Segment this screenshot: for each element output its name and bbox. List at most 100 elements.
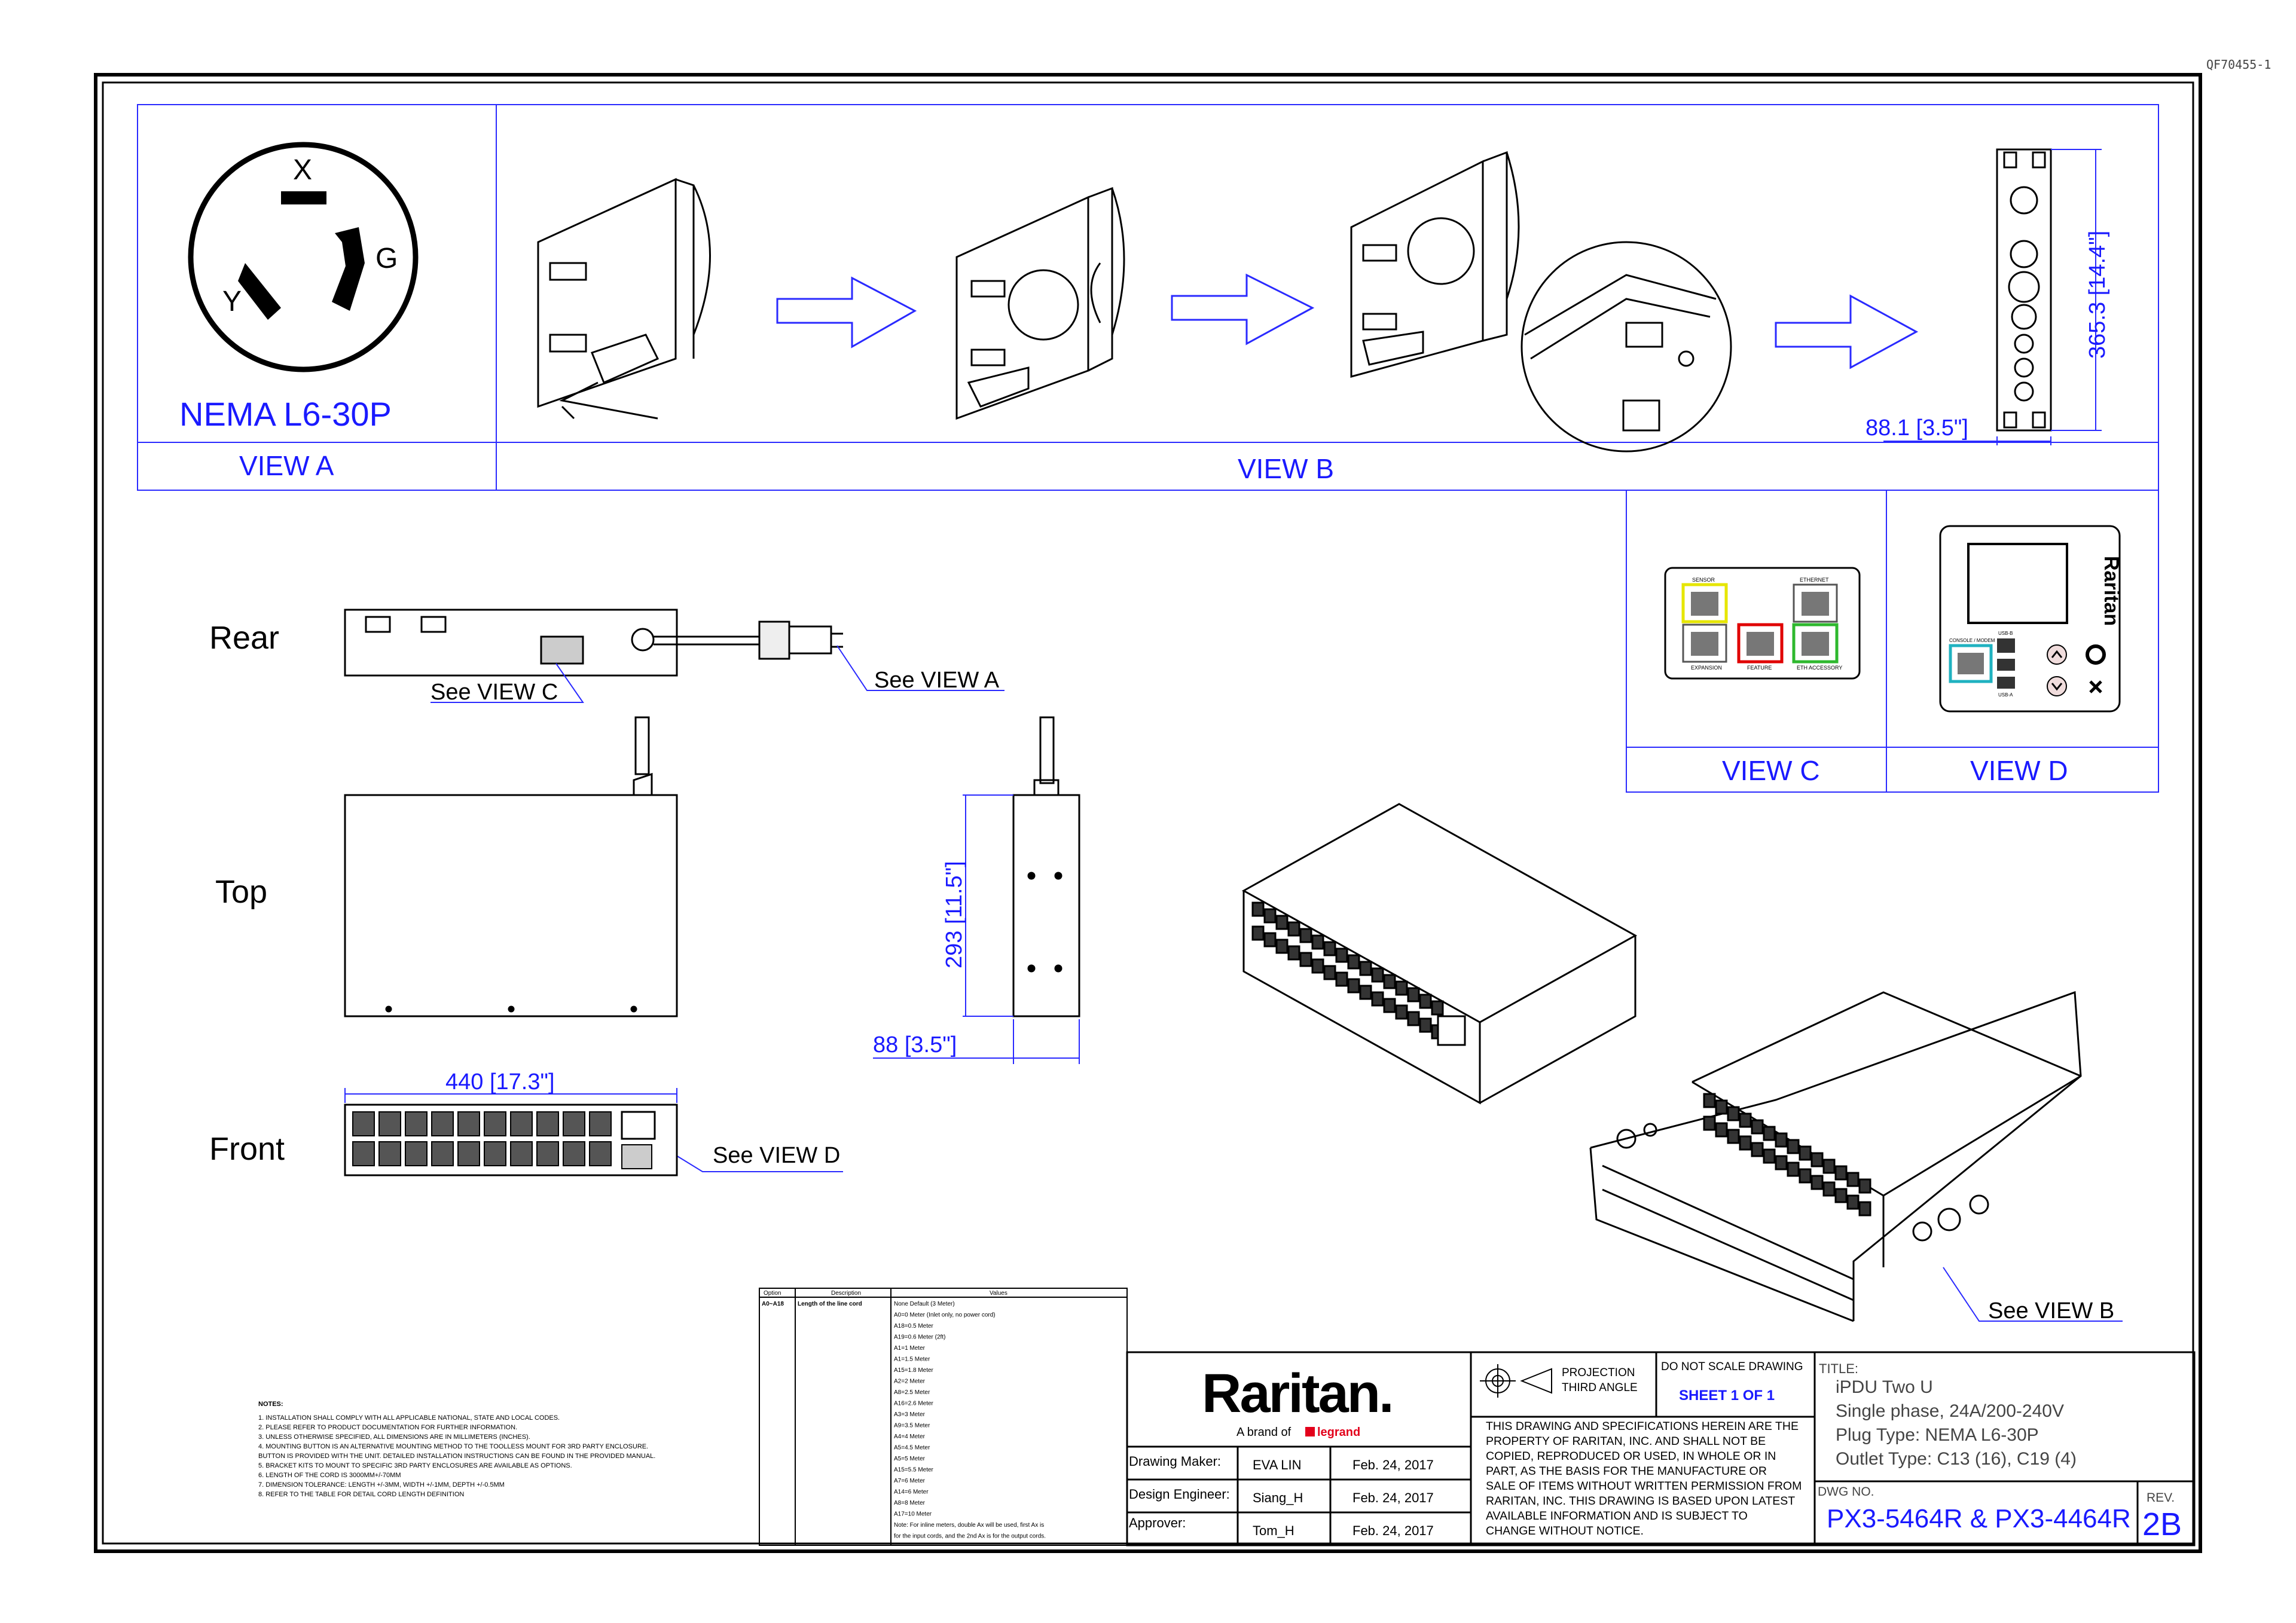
outlet-socket xyxy=(457,1111,480,1136)
option-value-row: A16=2.6 Meter xyxy=(894,1401,934,1407)
view-frame-right xyxy=(1626,490,2159,793)
outlet-socket xyxy=(1347,978,1360,994)
outlet-socket xyxy=(589,1141,612,1166)
role-date-drawing-maker: Feb. 24, 2017 xyxy=(1352,1457,1434,1472)
notice-line: THIS DRAWING AND SPECIFICATIONS HEREIN A… xyxy=(1486,1420,1799,1433)
outlet-socket xyxy=(536,1111,559,1136)
option-value-row: A18=0.5 Meter xyxy=(894,1323,934,1329)
projection-angle: THIRD ANGLE xyxy=(1562,1381,1638,1394)
option-value-row: A8=8 Meter xyxy=(894,1500,926,1506)
option-table-values: None Default (3 Meter)A0=0 Meter (Inlet … xyxy=(894,1301,1046,1540)
note-item: 8. REFER TO THE TABLE FOR DETAIL CORD LE… xyxy=(258,1491,464,1498)
outlet-socket xyxy=(1858,1178,1871,1194)
title-line-4: Outlet Type: C13 (16), C19 (4) xyxy=(1836,1449,2077,1469)
dimension-width-view-b: 88.1 [3.5"] xyxy=(1866,415,1968,441)
role-label-approver: Approver: xyxy=(1129,1515,1186,1530)
outlet-socket xyxy=(510,1141,533,1166)
no-scale-note: DO NOT SCALE DRAWING xyxy=(1661,1361,1803,1373)
option-value-row: A15=5.5 Meter xyxy=(894,1467,934,1474)
role-name-drawing-maker: EVA LIN xyxy=(1253,1457,1302,1472)
outlet-socket xyxy=(1299,928,1312,943)
outlet-socket xyxy=(1751,1142,1764,1157)
outlet-socket xyxy=(1335,947,1348,963)
dwg-no-label: DWG NO. xyxy=(1818,1485,1874,1499)
outlet-socket xyxy=(484,1111,506,1136)
logo-brand: legrand xyxy=(1317,1426,1360,1439)
role-date-approver: Feb. 24, 2017 xyxy=(1352,1523,1434,1538)
rear-view-label: Rear xyxy=(209,620,279,656)
outlet-socket xyxy=(1311,958,1324,974)
bracket-sketch-2 xyxy=(955,187,1125,420)
dimension-front-width: 440 [17.3"] xyxy=(445,1069,555,1095)
view-frame-top xyxy=(137,104,2159,491)
note-item: 6. LENGTH OF THE CORD IS 3000MM+/-70MM xyxy=(258,1472,401,1479)
notice-line: PROPERTY OF RARITAN, INC. AND SHALL NOT … xyxy=(1486,1435,1766,1448)
outlet-socket xyxy=(1347,954,1360,970)
revision-number: 2B xyxy=(2142,1506,2182,1542)
front-view-label: Front xyxy=(209,1131,285,1167)
option-value-row: A9=3.5 Meter xyxy=(894,1423,930,1429)
option-value-row: A19=0.6 Meter (2ft) xyxy=(894,1334,945,1341)
outlet-socket xyxy=(1263,932,1277,947)
outlet-socket xyxy=(1371,967,1384,983)
dimension-depth: 293 [11.5"] xyxy=(942,861,967,968)
option-value-row: A5=4.5 Meter xyxy=(894,1445,930,1451)
outlet-socket xyxy=(1419,1017,1432,1033)
outlet-socket xyxy=(1251,925,1265,941)
ownership-notice: THIS DRAWING AND SPECIFICATIONS HEREIN A… xyxy=(1486,1420,1802,1538)
top-view-drawing xyxy=(344,716,678,1017)
option-table-header-option: Option xyxy=(764,1290,781,1297)
note-item: 1. INSTALLATION SHALL COMPLY WITH ALL AP… xyxy=(258,1414,560,1422)
note-item: BUTTON IS PROVIDED WITH THE UNIT. DETAIL… xyxy=(258,1453,655,1460)
view-d-caption: VIEW D xyxy=(1970,755,2068,786)
drawing-number: PX3-5464R & PX3-4464R xyxy=(1827,1504,2131,1533)
outlet-socket xyxy=(1431,1000,1444,1016)
title-line-2: Single phase, 24A/200-240V xyxy=(1836,1401,2064,1421)
port-label-eth-accessory: ETH ACCESSORY xyxy=(1797,665,1842,671)
option-value-row: for the input cords, and the 2nd Ax is f… xyxy=(894,1533,1046,1540)
outlet-socket xyxy=(1727,1129,1740,1144)
option-value-row: A17=10 Meter xyxy=(894,1511,932,1518)
plug-name: NEMA L6-30P xyxy=(179,395,392,433)
option-value-row: A7=6 Meter xyxy=(894,1478,926,1484)
outlet-socket xyxy=(1275,939,1289,954)
outlet-socket xyxy=(1703,1093,1716,1108)
see-view-a-callout: See VIEW A xyxy=(874,668,1000,693)
outlet-socket xyxy=(1834,1188,1848,1203)
third-angle-projection-icon xyxy=(1480,1364,1552,1398)
pdu-side-profile xyxy=(1996,148,2052,432)
outlet-socket xyxy=(1739,1135,1752,1151)
port-label-feature: FEATURE xyxy=(1747,665,1772,671)
outlet-socket xyxy=(1858,1201,1871,1217)
arrow-right-icon xyxy=(1171,273,1315,346)
note-item: 7. DIMENSION TOLERANCE: LENGTH +/-3MM, W… xyxy=(258,1481,505,1488)
outlet-socket xyxy=(1739,1112,1752,1128)
isometric-pdu-view xyxy=(1241,803,1638,1105)
notice-line: RARITAN, INC. THIS DRAWING IS BASED UPON… xyxy=(1486,1494,1795,1508)
option-value-row: A1=1.5 Meter xyxy=(894,1356,930,1363)
outlet-socket xyxy=(1407,1011,1420,1026)
view-b-caption: VIEW B xyxy=(1238,453,1334,484)
outlet-socket xyxy=(589,1111,612,1136)
note-item: 5. BRACKET KITS TO MOUNT TO SPECIFIC 3RD… xyxy=(258,1462,572,1469)
top-view-label: Top xyxy=(215,874,267,910)
sheet-number: SHEET 1 OF 1 xyxy=(1679,1387,1775,1404)
outlet-socket xyxy=(1763,1126,1776,1141)
port-label-usb-b: USB-B xyxy=(1998,631,2013,636)
outlet-socket xyxy=(405,1111,428,1136)
outlet-socket xyxy=(1822,1181,1836,1197)
sheet-border xyxy=(94,73,2202,1553)
front-controller-panel xyxy=(1939,525,2121,713)
option-value-row: A15=1.8 Meter xyxy=(894,1367,934,1374)
outlet-socket xyxy=(1395,980,1408,996)
outlet-socket xyxy=(1287,945,1300,961)
logo-subtitle: A brand of xyxy=(1236,1426,1292,1439)
outlet-socket xyxy=(1407,987,1420,1002)
outlet-socket xyxy=(536,1141,559,1166)
port-label-usb-a: USB-A xyxy=(1998,692,2013,698)
outlet-socket xyxy=(431,1111,454,1136)
outlet-socket xyxy=(1799,1145,1812,1161)
option-table-frame xyxy=(759,1288,1128,1546)
outlet-socket xyxy=(1787,1139,1800,1154)
dimension-lines-side xyxy=(344,794,1080,1103)
